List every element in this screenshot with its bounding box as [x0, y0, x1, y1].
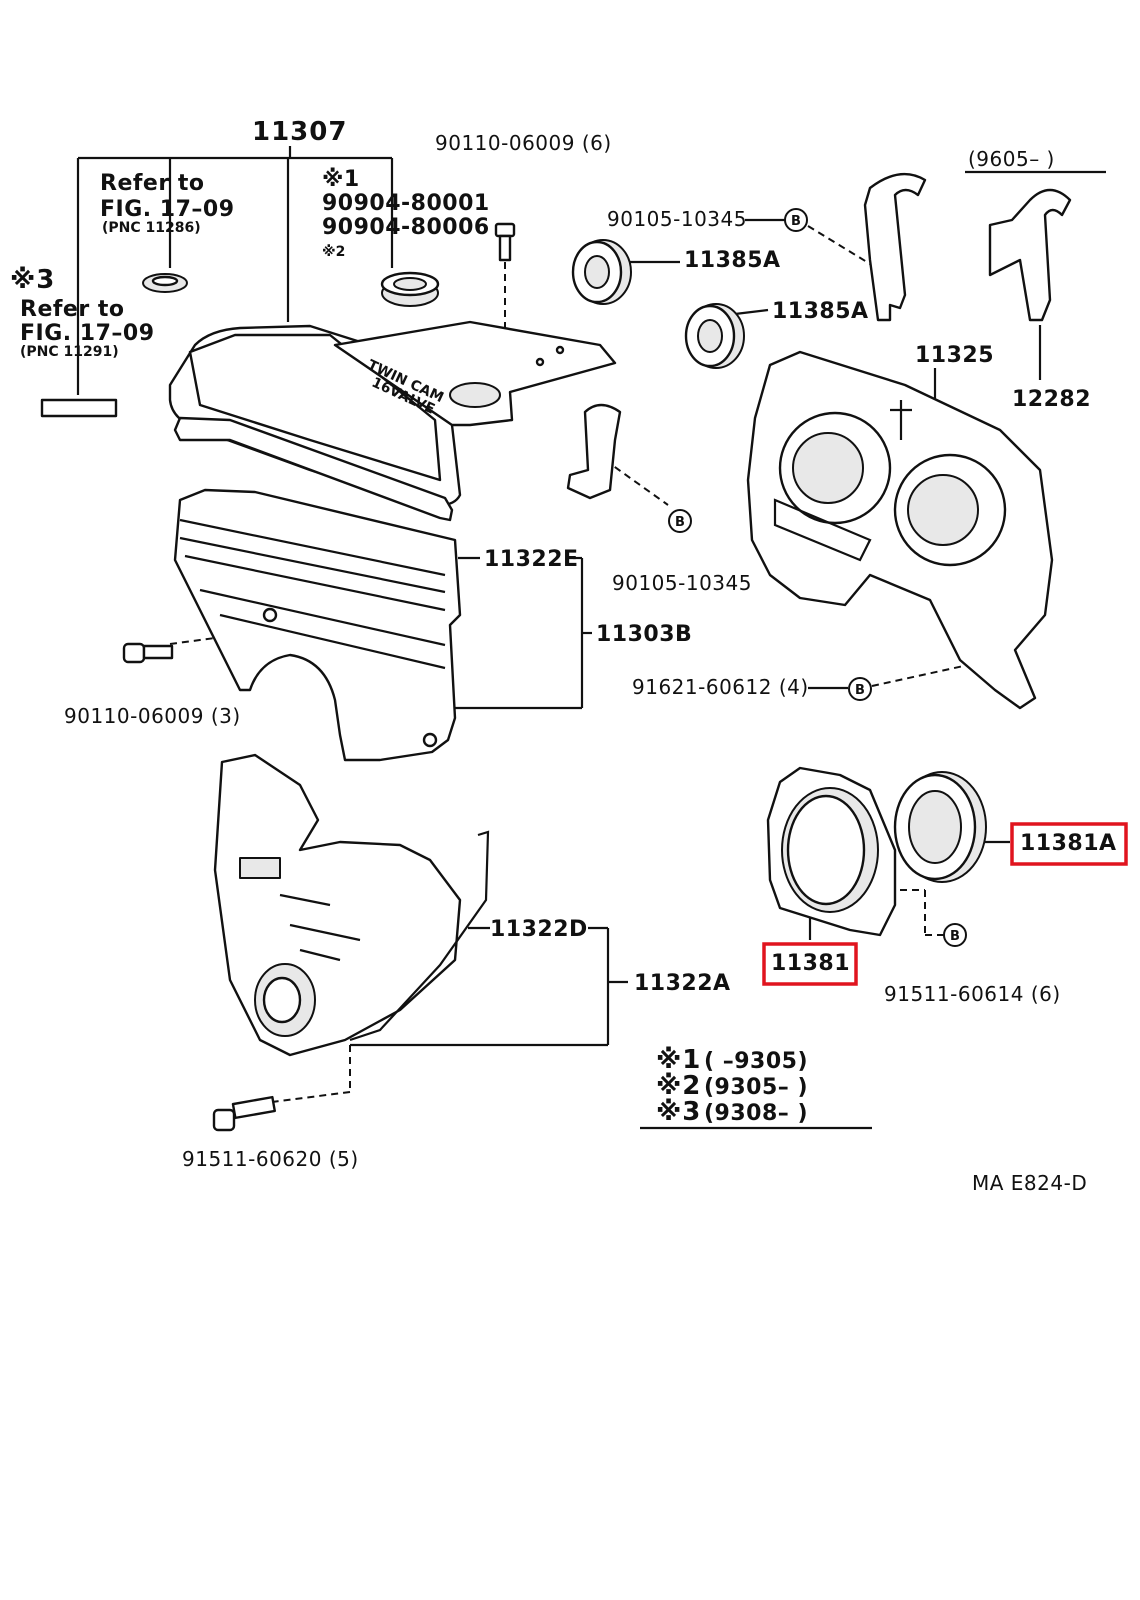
note1-mark: ※1 [322, 167, 360, 192]
label-11322d[interactable]: 11322D [490, 917, 588, 942]
oil-seal-retainer-icon [766, 766, 897, 937]
date-range-top: (9605– ) [968, 147, 1055, 171]
label-11322a[interactable]: 11322A [634, 971, 731, 996]
bolt-left-icon [122, 642, 174, 664]
oil-seal-11385a-2-icon [684, 303, 745, 369]
part-labels: 11307 90110-06009 (6) Refer to FIG. 17–0… [10, 117, 1117, 1195]
label-bolt-bottom[interactable]: 91511-60620 (5) [182, 1147, 359, 1171]
svg-text:B: B [791, 214, 801, 229]
middle-timing-cover-icon [173, 488, 462, 762]
label-11381[interactable]: 11381 [771, 951, 850, 976]
highlight-11381a [1010, 822, 1128, 866]
label-12282[interactable]: 12282 [1012, 387, 1091, 412]
note3-mark: ※3 [10, 265, 55, 295]
engine-hanger-12282-icon [988, 188, 1072, 322]
highlight-11381 [762, 942, 858, 986]
refer2-title: Refer to [20, 297, 125, 322]
label-90105-10345-top[interactable]: 90105-10345 [607, 207, 747, 231]
gasket-11322e-icon [173, 416, 454, 522]
label-11325[interactable]: 11325 [915, 343, 994, 368]
refer2-fig[interactable]: FIG. 17–09 [20, 321, 155, 346]
gasket-11322d-icon [349, 830, 490, 1042]
bolt-callout-b-1: B [784, 208, 808, 232]
svg-text:B: B [950, 929, 960, 944]
legend-2-mark: ※2 [656, 1071, 701, 1101]
label-11303b[interactable]: 11303B [596, 622, 692, 647]
refer1-pnc: (PNC 11286) [102, 220, 201, 236]
label-bolt-left[interactable]: 90110-06009 (3) [64, 704, 241, 728]
label-11381a[interactable]: 11381A [1020, 831, 1117, 856]
oil-seal-11381a-icon [893, 771, 987, 883]
label-bolt-top[interactable]: 90110-06009 (6) [435, 131, 612, 155]
upper-timing-cover-icon: TWIN CAM 16VALVE [168, 320, 617, 507]
bolt-callout-b-3: B [848, 677, 872, 701]
diagram-code: MA E824-D [972, 1171, 1087, 1195]
legend-2-text: (9305– ) [704, 1075, 808, 1100]
svg-text:B: B [675, 515, 685, 530]
note2-mark: ※2 [322, 244, 345, 260]
bolt-top-icon [494, 222, 516, 262]
label-11307[interactable]: 11307 [252, 117, 347, 147]
label-11385a-1[interactable]: 11385A [684, 248, 781, 273]
bolt-bottom-icon [212, 1095, 276, 1132]
legend-3-text: (9308– ) [704, 1101, 808, 1126]
svg-text:B: B [855, 683, 865, 698]
label-90904-80006[interactable]: 90904-80006 [322, 215, 490, 240]
legend-1-mark: ※1 [656, 1045, 701, 1075]
label-bolt-retainer[interactable]: 91511-60614 (6) [884, 982, 1061, 1006]
refer2-pnc: (PNC 11291) [20, 344, 119, 360]
bolt-callout-b-2: B [668, 509, 692, 533]
bracket-upper-right-icon [863, 172, 927, 322]
label-11322e[interactable]: 11322E [484, 547, 579, 572]
rear-timing-plate-icon [746, 350, 1054, 710]
legend-3-mark: ※3 [656, 1097, 701, 1127]
oil-seal-11385a-1-icon [571, 239, 632, 305]
legend-1-text: ( –9305) [704, 1049, 808, 1074]
refer1-fig[interactable]: FIG. 17–09 [100, 197, 235, 222]
label-90105-10345-mid[interactable]: 90105-10345 [612, 571, 752, 595]
label-90904-80001[interactable]: 90904-80001 [322, 191, 490, 216]
bolt-callout-b-4: B [943, 923, 967, 947]
gasket-90904-icon [380, 271, 440, 307]
refer1-title: Refer to [100, 171, 205, 196]
label-11385a-2[interactable]: 11385A [772, 299, 869, 324]
lower-timing-cover-icon [213, 753, 462, 1057]
label-bolt-right[interactable]: 91621-60612 (4) [632, 675, 809, 699]
bracket-middle-icon [566, 403, 622, 500]
seal-strip-11291-icon [40, 398, 118, 418]
grommet-11286-icon [142, 273, 188, 293]
